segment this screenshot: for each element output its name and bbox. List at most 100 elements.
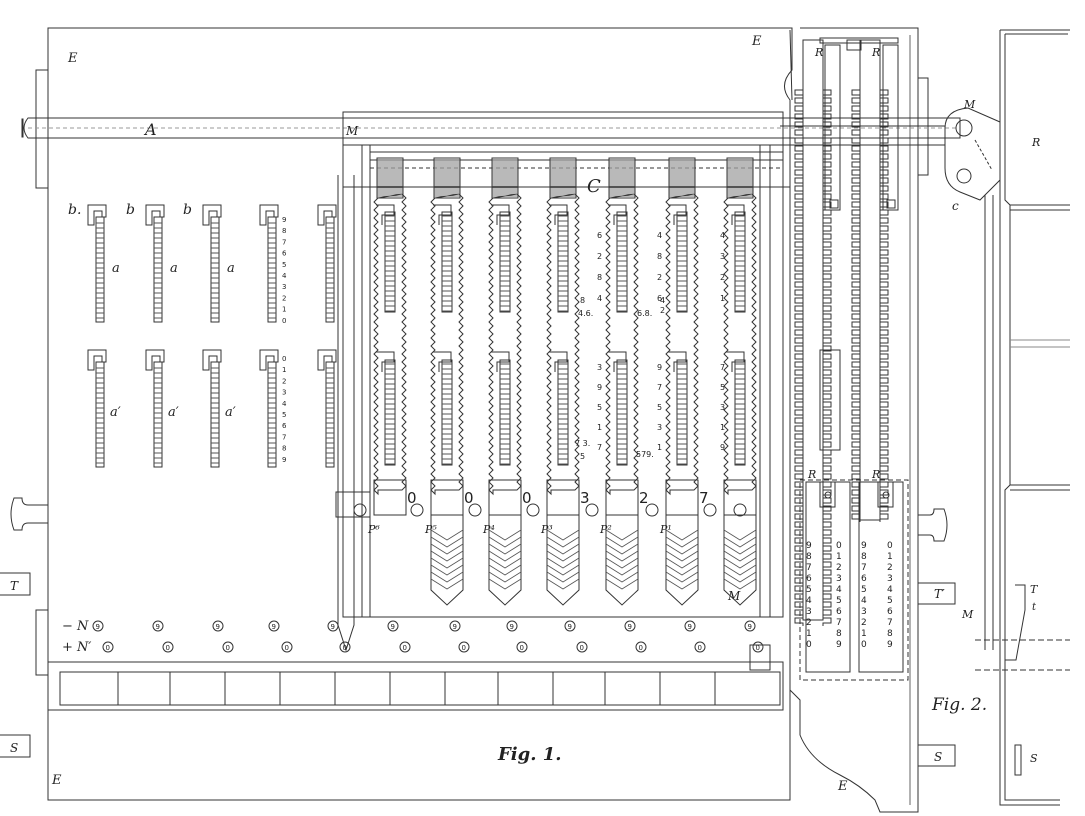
- label-r-mid-a: R: [807, 468, 816, 481]
- annotation-digit: 2: [657, 273, 662, 282]
- annotation-digit: 5: [580, 452, 585, 461]
- dial-n: 9: [506, 620, 518, 632]
- register-digit: 5: [887, 596, 893, 606]
- dial-n-digit: 9: [628, 623, 632, 631]
- rod-letter-b: b: [183, 202, 192, 218]
- slide-label-p: P⁶: [367, 523, 380, 536]
- annotation-digit: 2: [597, 252, 602, 261]
- scale-digit: 7: [282, 238, 286, 246]
- dial-n-digit: 9: [568, 623, 572, 631]
- label-e-bottom-right: E: [837, 779, 848, 794]
- result-digit: 0: [464, 489, 474, 507]
- annotation-digit: 3: [657, 423, 662, 432]
- annotation-digit: 1: [720, 423, 725, 432]
- result-digit: 0: [407, 489, 417, 507]
- label-s-left: S: [10, 741, 18, 755]
- dial-n-digit: 9: [156, 623, 160, 631]
- register-digit: 8: [836, 629, 842, 639]
- rack-teeth: [794, 89, 889, 626]
- annotation-digit: 8: [580, 296, 585, 305]
- rod-letter-b: b.: [68, 202, 81, 218]
- dial-n-digit: 9: [272, 623, 276, 631]
- scale-digit: 4: [282, 272, 287, 280]
- side-block-top: [35, 69, 49, 189]
- dial-n: 9: [92, 620, 104, 632]
- result-digit: 0: [522, 489, 532, 507]
- register-digit: 2: [836, 563, 842, 573]
- dial-n: 9: [268, 620, 280, 632]
- register-digit: 5: [861, 585, 867, 595]
- label-r-top-b: R: [871, 46, 880, 59]
- fig2-side-view: [944, 29, 1070, 806]
- rod-upper: [317, 204, 337, 323]
- annotation-digit: 8: [597, 273, 602, 282]
- rod-letter-a: a: [112, 261, 120, 276]
- annotation-digit: 2: [660, 306, 665, 315]
- slide-bar: [645, 157, 699, 606]
- result-digit: 7: [699, 489, 709, 507]
- dial-n: 9: [624, 620, 636, 632]
- scale-digit: 7: [282, 433, 286, 441]
- scale-digit: 9: [282, 216, 286, 224]
- label-s-right: S: [934, 750, 942, 764]
- main-frame: [0, 27, 956, 813]
- side-block-bottom: [35, 609, 49, 676]
- slide-bar: [353, 157, 407, 517]
- register-digit: 2: [861, 618, 867, 628]
- annotation-digit: 3: [720, 403, 725, 412]
- label-c: C: [587, 176, 601, 197]
- register-digit: 7: [806, 563, 812, 573]
- dial-n-prime: 0: [694, 641, 706, 653]
- annotation-digit: 4: [720, 231, 725, 240]
- annotation-digit: 9: [657, 363, 662, 372]
- dial-n-digit: 9: [688, 623, 692, 631]
- register-digit: 4: [836, 585, 842, 595]
- register-digit: 3: [836, 574, 842, 584]
- annotation-digit: 7: [597, 443, 602, 452]
- rack-bars: [780, 37, 946, 621]
- annotation-digit: 4: [657, 231, 662, 240]
- rod-letter-a-prime: a′: [168, 405, 179, 420]
- figure-2-caption: Fig. 2.: [931, 695, 987, 715]
- fig2-label-t: T: [1030, 583, 1039, 596]
- rod-letter-a-prime: a′: [225, 405, 236, 420]
- label-n-prime: + N′: [62, 640, 91, 655]
- register-digit: 4: [861, 596, 867, 606]
- annotation-digit: 1: [597, 423, 602, 432]
- label-e-top-right: E: [751, 34, 762, 49]
- register-digit: 1: [887, 552, 893, 562]
- result-digit: 3: [580, 489, 590, 507]
- annotation-digit: 5: [597, 403, 602, 412]
- register-digit: 8: [861, 552, 867, 562]
- dial-n: 9: [684, 620, 696, 632]
- rack-teeth-strip: [851, 89, 861, 522]
- annotation-digit: 1: [720, 294, 725, 303]
- dial-n-prime-digit: 0: [166, 644, 170, 652]
- dial-n-prime: 0: [162, 641, 174, 653]
- label-t-left: T: [10, 579, 19, 593]
- register-digit: 3: [861, 607, 867, 617]
- dial-n-prime: 0: [102, 641, 114, 653]
- fig2-label-m: M: [963, 98, 976, 111]
- scale-digit: 8: [282, 227, 286, 235]
- slide-bar: [526, 157, 580, 606]
- annotation-digit: 7 3.: [575, 439, 590, 448]
- register-digit: 4: [806, 596, 812, 606]
- dial-n-prime: 0: [635, 641, 647, 653]
- register-digit: 0: [861, 640, 867, 650]
- label-t-right: T′: [934, 587, 945, 601]
- rod-lower: [87, 349, 107, 468]
- register-digit: 0: [887, 541, 893, 551]
- slide-bar: [410, 157, 464, 606]
- scale-digit: 2: [282, 294, 286, 302]
- rack-teeth-strip: [879, 89, 889, 522]
- register-digit: 7: [887, 618, 893, 628]
- register-digit: 2: [806, 618, 812, 628]
- register-digit: 9: [861, 541, 867, 551]
- annotation-digit: 2: [720, 273, 725, 282]
- figure-1-caption: Fig. 1.: [497, 744, 562, 765]
- dial-n-prime-digit: 0: [520, 644, 524, 652]
- label-r-mid-b: R: [871, 468, 880, 481]
